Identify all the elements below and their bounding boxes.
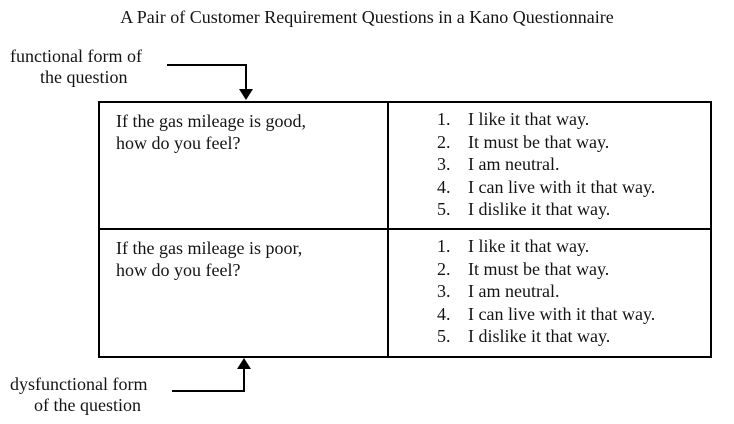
functional-connector-horizontal-line [167, 64, 247, 66]
dysfunctional-connector-horizontal-line [172, 390, 245, 392]
option-number: 5. [437, 199, 451, 220]
option-text: I like it that way. [468, 236, 590, 256]
option-text: I can live with it that way. [468, 303, 656, 324]
option-item: 1. I like it that way. [437, 108, 706, 131]
dysfunctional-form-label-line2: of the question [34, 395, 141, 415]
option-number: 1. [437, 109, 451, 129]
option-number: 4. [437, 303, 451, 324]
option-item: 5. I dislike it that way. [437, 198, 706, 221]
arrow-up-icon [237, 358, 251, 369]
option-number: 3. [437, 154, 451, 175]
option-number: 3. [437, 281, 451, 302]
question-line: how do you feel? [116, 260, 241, 280]
option-item: 3. I am neutral. [437, 280, 706, 303]
question-line: If the gas mileage is good, [116, 111, 306, 131]
questionnaire-table: If the gas mileage is good, how do you f… [98, 101, 712, 358]
option-item: 4. I can live with it that way. [437, 303, 706, 326]
arrow-down-icon [239, 89, 253, 100]
option-number: 5. [437, 326, 451, 347]
dysfunctional-question-cell: If the gas mileage is poor, how do you f… [100, 230, 389, 356]
option-text: I can live with it that way. [468, 176, 656, 197]
dysfunctional-form-label: dysfunctional form of the question [10, 374, 147, 416]
functional-options-cell: 1. I like it that way. 2. It must be tha… [389, 103, 710, 228]
option-item: 3. I am neutral. [437, 153, 706, 176]
functional-connector-vertical-line [245, 64, 247, 91]
option-text: I like it that way. [468, 109, 590, 129]
option-item: 1. I like it that way. [437, 235, 706, 258]
question-line: If the gas mileage is poor, [116, 238, 303, 258]
figure-title: A Pair of Customer Requirement Questions… [120, 7, 614, 27]
table-row-functional: If the gas mileage is good, how do you f… [100, 103, 710, 230]
option-item: 2. It must be that way. [437, 258, 706, 281]
table-row-dysfunctional: If the gas mileage is poor, how do you f… [100, 230, 710, 356]
question-line: how do you feel? [116, 133, 241, 153]
option-text: It must be that way. [468, 258, 610, 279]
option-text: I am neutral. [468, 281, 560, 302]
option-text: I dislike it that way. [468, 326, 611, 347]
dysfunctional-options-cell: 1. I like it that way. 2. It must be tha… [389, 230, 710, 356]
option-number: 2. [437, 258, 451, 279]
functional-form-label-line1: functional form of [10, 46, 142, 66]
option-number: 1. [437, 236, 451, 256]
option-number: 4. [437, 176, 451, 197]
option-number: 2. [437, 131, 451, 152]
option-item: 2. It must be that way. [437, 131, 706, 154]
dysfunctional-form-label-line1: dysfunctional form [10, 374, 148, 394]
functional-form-label-line2: the question [40, 67, 128, 87]
option-item: 5. I dislike it that way. [437, 325, 706, 348]
dysfunctional-connector-vertical-line [243, 369, 245, 392]
option-item: 4. I can live with it that way. [437, 176, 706, 199]
option-text: I am neutral. [468, 154, 560, 175]
functional-question-cell: If the gas mileage is good, how do you f… [100, 103, 389, 228]
functional-form-label: functional form of the question [10, 46, 142, 88]
option-text: I dislike it that way. [468, 199, 611, 220]
option-text: It must be that way. [468, 131, 610, 152]
